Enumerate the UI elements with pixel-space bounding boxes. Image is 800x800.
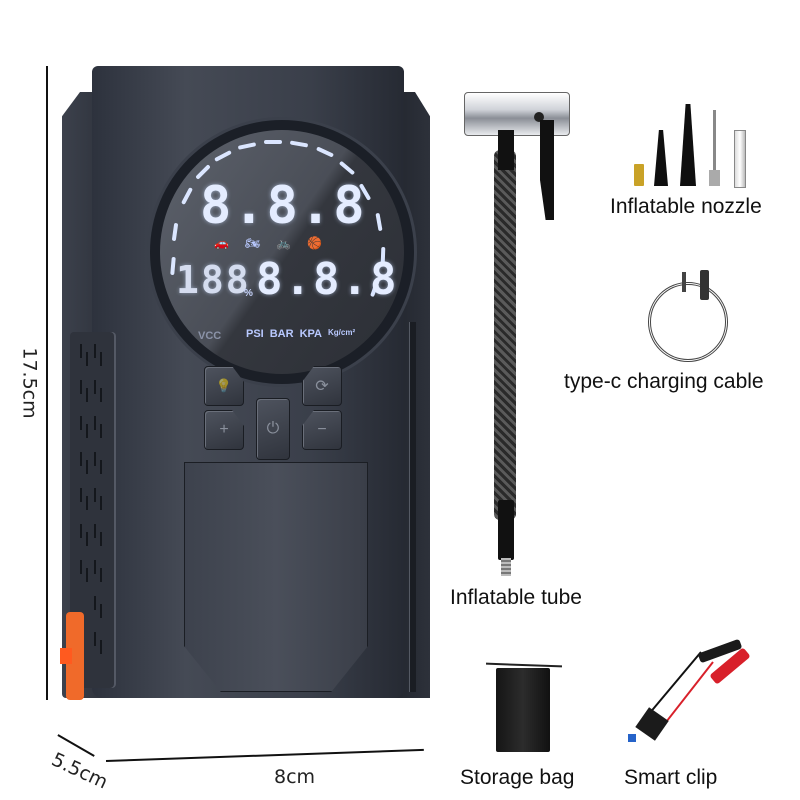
nozzle-tips [630,100,750,190]
charging-cable-coil [648,282,728,362]
car-icon: 🚗 [214,236,229,250]
storage-bag-icon [496,668,550,752]
plus-icon: + [219,421,229,438]
plus-button[interactable]: + [204,410,244,450]
width-dimension-label: 8cm [274,766,316,788]
chuck-button [534,112,544,122]
right-side-ridge [409,322,416,692]
orange-port-cover[interactable] [66,612,84,700]
width-dimension-line [105,748,424,762]
needle-nozzle-icon [713,110,716,174]
red-wire [666,661,714,721]
needle-base-icon [709,170,720,186]
minus-button[interactable]: − [302,410,342,450]
black-wire [648,651,702,714]
unit-psi: PSI [246,328,264,340]
tube-thread [501,558,511,576]
depth-dimension-label: 5.5cm [48,748,112,794]
lcd-display: 8.8.8 🚗 🏍 🚲 🏀 188 % 8.8.8 VCC PSI BAR KP… [160,130,404,374]
unit-kpa: KPA [299,328,322,340]
port-cover-tab[interactable] [60,648,72,664]
usb-plug-icon [700,270,709,300]
percent-symbol: % [244,288,253,299]
ball-icon: 🏀 [307,236,323,250]
vcc-label: VCC [198,330,222,342]
height-dimension-line [46,66,48,700]
unit-labels: PSI BAR KPA Kg/cm² [246,328,355,340]
unit-kgcm2: Kg/cm² [328,328,356,337]
chuck-lever [540,120,554,220]
power-icon: ⏻ [266,420,280,437]
brass-valve-adapter-icon [634,164,644,186]
tube-label: Inflatable tube [450,586,582,609]
bag-drawstring [485,662,563,668]
tire-inflator-device: 8.8.8 🚗 🏍 🚲 🏀 188 % 8.8.8 VCC PSI BAR KP… [60,64,430,704]
refresh-icon: ⟳ [315,378,329,395]
height-dimension-label: 17.5cm [18,347,41,419]
top-readout: 8.8.8 [200,176,367,236]
motorcycle-icon: 🏍 [244,236,261,250]
minus-icon: − [317,421,327,438]
storage-bag-label: Storage bag [460,766,575,789]
clear-adapter-icon [734,130,746,188]
hose-collar [498,130,514,170]
tube-connector [498,500,514,560]
nozzle-label: Inflatable nozzle [610,195,762,218]
smart-clip-label: Smart clip [624,766,718,789]
typec-plug-icon [682,272,686,292]
inflatable-tube-hose [494,150,516,520]
nozzle-chuck-head [464,92,570,136]
unit-bar: BAR [269,328,294,340]
short-cone-nozzle-icon [654,130,668,186]
pressure-readout: 8.8.8 [256,254,399,305]
lower-front-panel [184,462,368,692]
power-button[interactable]: ⏻ [256,398,290,460]
bicycle-icon: 🚲 [276,236,292,250]
mode-icons: 🚗 🏍 🚲 🏀 [214,236,322,250]
long-cone-nozzle-icon [680,104,696,186]
smart-clip-box [635,707,669,741]
lightbulb-icon: 💡 [215,378,233,393]
cable-label: type-c charging cable [564,370,764,393]
battery-readout: 188 [176,258,251,302]
clip-connector-icon [628,734,636,742]
